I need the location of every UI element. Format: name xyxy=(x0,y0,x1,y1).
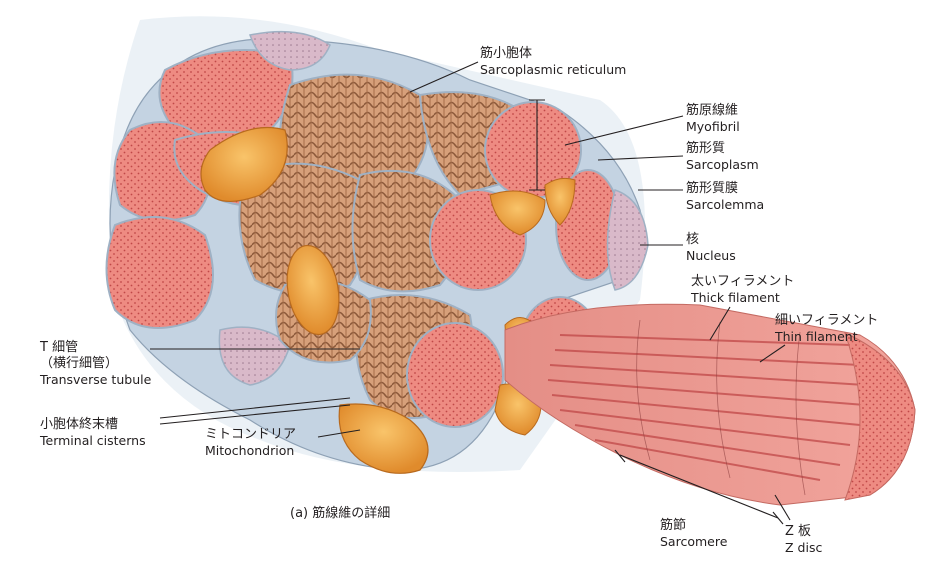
label-ja: Z 板 xyxy=(785,524,812,539)
label-en: Sarcomere xyxy=(660,534,728,549)
label-sarcolemma: 筋形質膜 Sarcolemma xyxy=(686,181,764,213)
label-ja: ミトコンドリア xyxy=(205,427,297,442)
label-ja: 太いフィラメント xyxy=(691,274,795,289)
label-ja: 核 xyxy=(686,232,700,247)
label-en: Z disc xyxy=(785,540,823,555)
label-sarcoplasm: 筋形質 Sarcoplasm xyxy=(686,141,759,173)
label-mitochondrion: ミトコンドリア Mitochondrion xyxy=(205,427,296,459)
label-en: Nucleus xyxy=(686,248,736,263)
label-ja: 筋小胞体 xyxy=(480,46,533,61)
label-ja-secondary: （横行細管） xyxy=(40,356,119,371)
label-ja: 筋形質 xyxy=(686,141,726,156)
label-en: Thick filament xyxy=(691,290,780,305)
label-myofibril: 筋原線維 Myofibril xyxy=(686,103,740,135)
label-terminal-cisterns: 小胞体終末槽 Terminal cisterns xyxy=(40,417,146,449)
label-z-disc: Z 板 Z disc xyxy=(785,524,822,556)
label-transverse-tubule: T 細管 （横行細管） Transverse tubule xyxy=(40,340,151,388)
label-ja: 筋節 xyxy=(660,518,687,533)
extended-myofibril xyxy=(504,303,916,506)
label-en: Sarcoplasmic reticulum xyxy=(480,62,627,77)
label-en: Mitochondrion xyxy=(205,443,295,458)
label-sarcomere: 筋節 Sarcomere xyxy=(660,518,727,550)
label-en: Terminal cisterns xyxy=(40,433,146,448)
label-thick-filament: 太いフィラメント Thick filament xyxy=(691,274,794,306)
label-ja: T 細管 xyxy=(40,340,79,355)
label-sarcoplasmic-reticulum: 筋小胞体 Sarcoplasmic reticulum xyxy=(480,46,626,78)
label-ja: 筋原線維 xyxy=(686,103,739,118)
leader-lines xyxy=(150,61,791,525)
label-en: Thin filament xyxy=(775,329,858,344)
label-ja: 筋形質膜 xyxy=(686,181,739,196)
label-en: Transverse tubule xyxy=(40,372,152,387)
label-en: Myofibril xyxy=(686,119,740,134)
mitochondria xyxy=(200,126,576,474)
label-ja: 小胞体終末槽 xyxy=(40,417,119,432)
label-thin-filament: 細いフィラメント Thin filament xyxy=(775,313,878,345)
label-en: Sarcolemma xyxy=(686,197,765,212)
figure-caption: (a) 筋線維の詳細 xyxy=(290,506,391,521)
label-en: Sarcoplasm xyxy=(686,157,759,172)
label-ja: 細いフィラメント xyxy=(775,313,879,328)
label-nucleus: 核 Nucleus xyxy=(686,232,736,264)
